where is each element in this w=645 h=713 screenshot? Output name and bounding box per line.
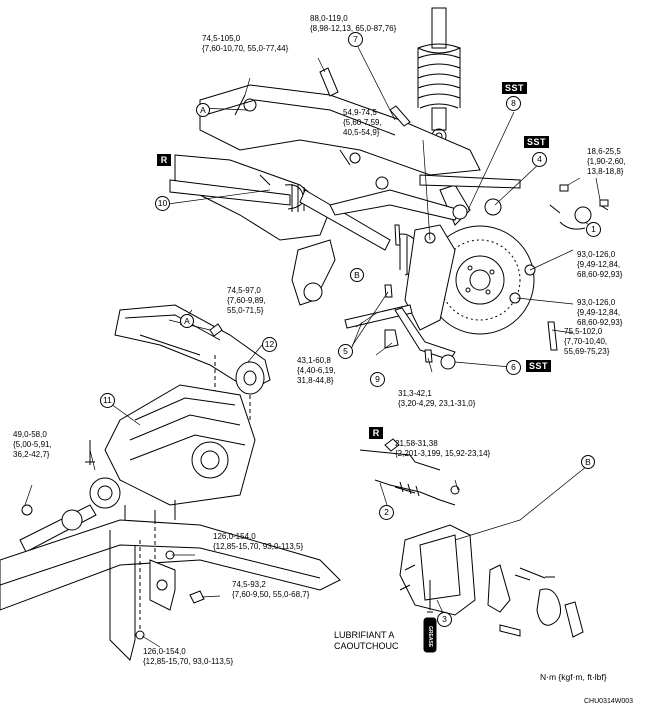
torque-line: {7,60-9,50, 55,0-68,7} [232,590,310,599]
callout-11: 11 [100,393,115,408]
torque-line: {2,201-3,199, 15,92-23,14} [395,449,491,458]
replace-badge-cable: R [369,427,383,439]
brake-disc-drawing [404,184,535,335]
torque-label-subframe-2: 74,5-93,2 {7,60-9,50, 55,0-68,7} [232,580,309,600]
marker-b-caliper: B [581,455,595,469]
subframe-lower-drawing [0,519,341,661]
torque-line: 68,60-92,93} [577,318,623,327]
torque-label-93a: 93,0-126,0 {9,49-12,84, 68,60-92,93} [577,250,622,280]
replace-badge-top: R [157,154,171,166]
callout-5: 5 [338,344,353,359]
callout-9: 9 [370,372,385,387]
torque-label-6: 75,5-102,0 {7,70-10,40, 55,69-75,23} [564,327,609,357]
callout-3: 3 [437,612,452,627]
torque-line: 75,5-102,0 [564,327,603,336]
sst-badge-6: SST [526,360,552,372]
torque-line: {12,85-15,70, 93,0-113,5} [143,657,234,666]
callout-2: 2 [379,505,394,520]
torque-line: {9,49-12,84, [577,260,621,269]
torque-line: 88,0-119,0 [310,14,348,23]
differential-mount-drawing [114,304,271,420]
torque-label-7: 88,0-119,0 {8,98-12,13, 65,0-87,76} [310,14,396,34]
torque-line: {7,70-10,40, [564,337,608,346]
lubricant-note: LUBRIFIANT A CAOUTCHOUC [334,630,399,652]
torque-label-2: 21,58-31,38 {2,201-3,199, 15,92-23,14} [395,439,490,459]
torque-label-1: 18,6-25,5 {1,90-2,60, 13,8-18,8} [587,147,626,177]
torque-label-mid: 54,9-74,5 {5,60-7,59, 40,5-54,9} [343,108,382,138]
torque-line: 74,5-93,2 [232,580,266,589]
torque-label-9: 31,3-42,1 {3,20-4,29, 23,1-31,0} [398,389,475,409]
torque-label-11: 49,0-58,0 {5,00-5,91, 36,2-42,7} [13,430,52,460]
torque-line: 31,8-44,8} [297,376,334,385]
torque-line: 31,3-42,1 [398,389,432,398]
torque-label-5: 43,1-60,8 {4,40-6,19, 31,8-44,8} [297,356,336,386]
torque-line: 13,8-18,8} [587,167,624,176]
callout-10: 10 [155,196,170,211]
torque-line: {9,49-12,84, [577,308,621,317]
shock-absorber-drawing [417,7,462,144]
callout-1: 1 [586,222,601,237]
arm-links-drawing [291,174,609,370]
bolts-drawing [319,67,609,363]
torque-line: 43,1-60,8 [297,356,331,365]
torque-label-93b: 93,0-126,0 {9,49-12,84, 68,60-92,93} [577,298,622,328]
torque-line: 74,5-97,0 [227,286,261,295]
torque-line: {3,20-4,29, 23,1-31,0} [398,399,476,408]
torque-line: 68,60-92,93} [577,270,623,279]
torque-line: 18,6-25,5 [587,147,621,156]
grease-tube-label: GREASE [427,626,433,648]
torque-label-12: 74,5-97,0 {7,60-9,89, 55,0-71,5} [227,286,266,316]
torque-line: 49,0-58,0 [13,430,47,439]
torque-line: 55,0-71,5} [227,306,264,315]
marker-b-knuckle: B [350,268,364,282]
torque-line: 74,5-105,0 [202,34,241,43]
units-legend: N·m {kgf·m, ft·lbf} [540,672,607,682]
brake-caliper-drawing [399,524,584,653]
callout-12: 12 [262,337,277,352]
torque-line: 93,0-126,0 [577,298,616,307]
torque-label-subframe-1: 126,0-154,0 {12,85-15,70, 93,0-113,5} [213,532,303,552]
sst-badge-8: SST [502,82,528,94]
marker-a-mount: A [180,314,194,328]
brake-cable-drawing [359,438,460,506]
torque-line: {4,40-6,19, [297,366,336,375]
sst-badge-4: SST [524,136,550,148]
lubricant-line-2: CAOUTCHOUC [334,641,399,651]
torque-line: 55,69-75,23} [564,347,610,356]
torque-line: 36,2-42,7} [13,450,50,459]
callout-8: 8 [506,96,521,111]
torque-line: {12,85-15,70, 93,0-113,5} [213,542,304,551]
torque-line: 126,0-154,0 [213,532,256,541]
marker-a-top: A [196,103,210,117]
torque-line: {5,00-5,91, [13,440,52,449]
torque-line: 40,5-54,9} [343,128,380,137]
lubricant-line-1: LUBRIFIANT A [334,630,395,640]
callout-7: 7 [348,32,363,47]
torque-line: {7,60-10,70, 55,0-77,44} [202,44,289,53]
torque-line: 54,9-74,5 [343,108,377,117]
callout-6: 6 [506,360,521,375]
propeller-shaft-drawing [19,440,97,553]
torque-line: 21,58-31,38 [395,439,438,448]
differential-drawing [89,384,256,530]
torque-label-top: 74,5-105,0 {7,60-10,70, 55,0-77,44} [202,34,288,54]
torque-line: 126,0-154,0 [143,647,186,656]
torque-label-subframe-3: 126,0-154,0 {12,85-15,70, 93,0-113,5} [143,647,233,667]
torque-line: 93,0-126,0 [577,250,616,259]
drive-shaft-drawing [169,179,422,276]
torque-line: {5,60-7,59, [343,118,382,127]
torque-line: {7,60-9,89, [227,296,266,305]
torque-line: {8,98-12,13, 65,0-87,76} [310,24,397,33]
figure-code: CHU0314W003 [584,698,634,705]
callout-4: 4 [532,152,547,167]
torque-line: {1,90-2,60, [587,157,626,166]
